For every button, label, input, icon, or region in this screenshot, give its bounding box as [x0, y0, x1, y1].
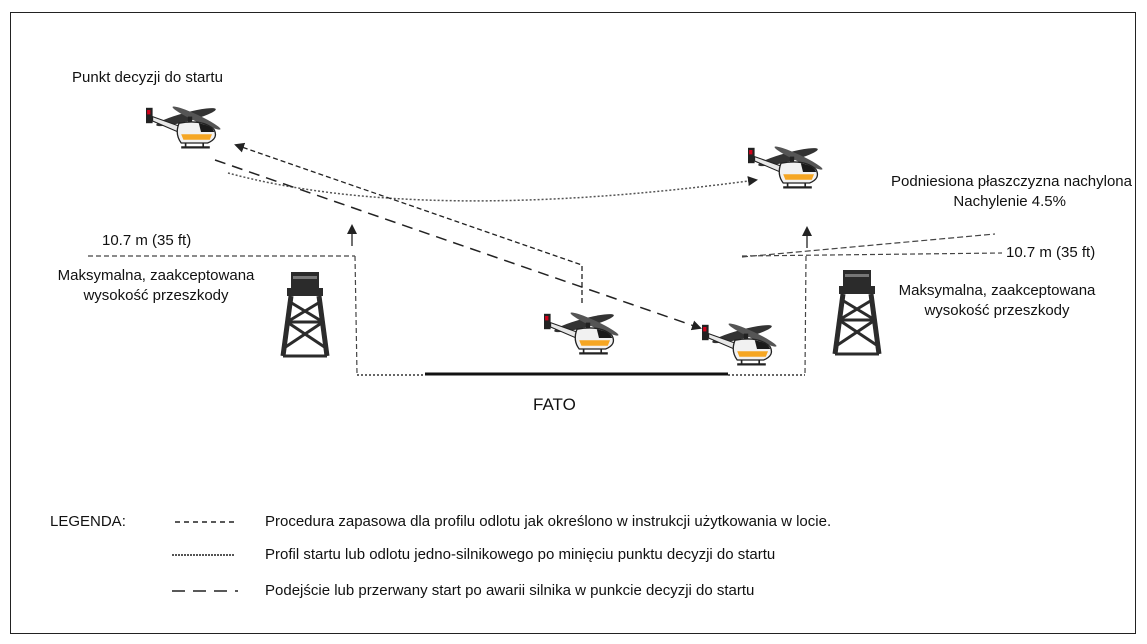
fato-label: FATO	[533, 395, 576, 414]
legend-item-rejected-takeoff: Podejście lub przerwany start po awarii …	[265, 582, 755, 599]
helicopter-raised-plane	[746, 142, 825, 189]
legend-item-backup-procedure: Procedura zapasowa dla profilu odlotu ja…	[265, 513, 832, 530]
obstacle-label-right: Maksymalna, zaakceptowana wysokość przes…	[872, 281, 1122, 321]
helicopter-decision-point	[144, 102, 223, 149]
height-label-right: 10.7 m (35 ft)	[1006, 244, 1096, 261]
obstacle-left-line2: wysokość przeszkody	[83, 287, 229, 304]
height-ref-right	[741, 252, 1003, 257]
obstacle-right-line1: Maksymalna, zaakceptowana	[898, 282, 1096, 299]
obstacle-tower-left	[283, 272, 327, 356]
raised-plane-label: Podniesiona płaszczyzna nachylona Nachyl…	[818, 172, 1136, 212]
obstacle-right-line2: wysokość przeszkody	[924, 302, 1070, 319]
decision-point-label: Punkt decyzji do startu	[72, 69, 223, 86]
height-label-left: 10.7 m (35 ft)	[102, 232, 192, 249]
legend-item-single-engine-profile: Profil startu lub odlotu jedno-silnikowe…	[265, 546, 776, 563]
vertical-right	[804, 255, 807, 375]
diagram-frame	[10, 12, 1136, 634]
legend-title: LEGENDA:	[50, 513, 126, 530]
rejected-takeoff-path	[214, 159, 702, 331]
raised-plane-line2: Nachylenie 4.5%	[953, 193, 1066, 210]
obstacle-label-left: Maksymalna, zaakceptowana wysokość przes…	[30, 266, 282, 306]
backup-procedure-path	[234, 142, 583, 303]
vertical-left	[354, 255, 358, 375]
single-engine-profile-curve	[227, 172, 758, 202]
raised-plane-line1: Podniesiona płaszczyzna nachylona	[891, 173, 1132, 190]
raised-plane-line	[741, 233, 996, 258]
obstacle-left-line1: Maksymalna, zaakceptowana	[57, 267, 255, 284]
helicopter-fato	[542, 308, 621, 355]
helicopter-landing	[700, 319, 779, 366]
